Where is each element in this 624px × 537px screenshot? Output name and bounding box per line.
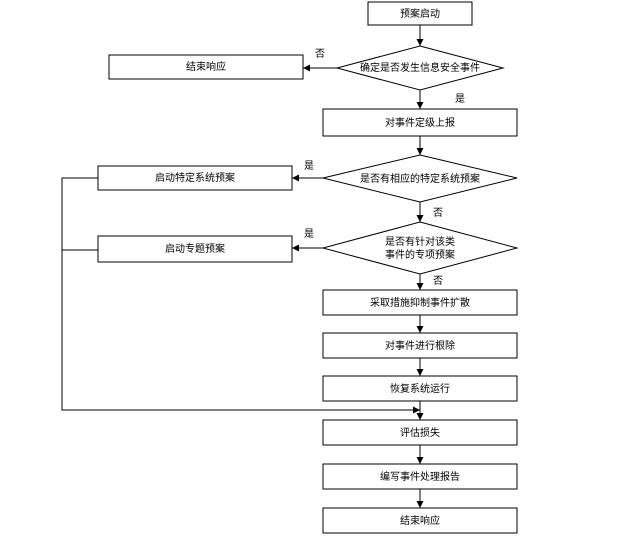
edge-label-no-3: 否 bbox=[433, 275, 443, 287]
report-box bbox=[322, 108, 518, 137]
check-special-label-1: 是否有针对该类 bbox=[385, 235, 455, 248]
check-security-diamond bbox=[335, 45, 505, 91]
end-response-top-box bbox=[108, 54, 304, 80]
edge-label-yes-3: 是 bbox=[304, 228, 314, 240]
end-response-top-label: 结束响应 bbox=[186, 60, 226, 73]
check-security-label: 确定是否发生信息安全事件 bbox=[360, 61, 480, 74]
recover-box bbox=[322, 375, 518, 402]
edge-label-yes-2: 是 bbox=[304, 160, 314, 172]
check-specific-diamond bbox=[322, 154, 518, 203]
start-specific-label: 启动特定系统预案 bbox=[155, 171, 235, 184]
check-special-label-2: 事件的专项预案 bbox=[385, 248, 455, 261]
contain-box bbox=[322, 289, 518, 316]
edge-label-no-1: 否 bbox=[315, 48, 325, 60]
edge-label-no-2: 否 bbox=[433, 207, 443, 219]
end-response-label: 结束响应 bbox=[400, 514, 440, 527]
connector-specific-bypass bbox=[61, 177, 420, 414]
start-box bbox=[367, 1, 473, 26]
start-label: 预案启动 bbox=[400, 7, 440, 20]
start-special-label: 启动专题预案 bbox=[165, 242, 225, 255]
end-response-box bbox=[322, 507, 518, 534]
assess-box bbox=[322, 419, 518, 446]
edge-label-yes-1: 是 bbox=[455, 93, 465, 105]
report-label: 对事件定级上报 bbox=[385, 116, 455, 129]
contain-label: 采取措施抑制事件扩散 bbox=[370, 296, 470, 309]
write-report-label: 编写事件处理报告 bbox=[380, 470, 460, 483]
recover-label: 恢复系统运行 bbox=[390, 382, 450, 395]
write-report-box bbox=[322, 463, 518, 490]
start-specific-box bbox=[97, 165, 293, 191]
check-specific-label: 是否有相应的特定系统预案 bbox=[360, 172, 480, 185]
check-special-diamond bbox=[321, 221, 519, 275]
eradicate-label: 对事件进行根除 bbox=[385, 339, 455, 352]
start-special-box bbox=[97, 235, 293, 263]
assess-label: 评估损失 bbox=[400, 426, 440, 439]
eradicate-box bbox=[322, 332, 518, 359]
